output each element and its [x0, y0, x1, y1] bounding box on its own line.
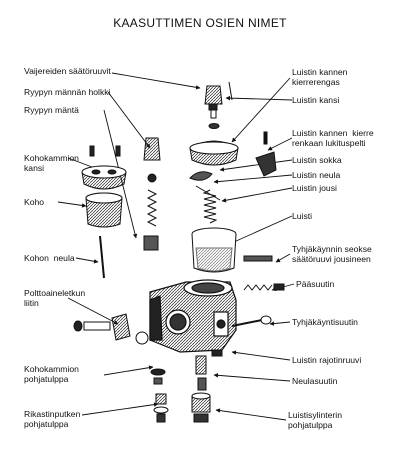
label-luistin-kansi: Luistin kansi [292, 95, 340, 105]
slide-spring [202, 189, 218, 224]
label-paasuutin: Pääsuutin [296, 279, 335, 289]
label-tyhjakayynnin-seoksen-saatoruuvi: Tyhjäkäynnin seokse säätöruuvi jousineen [292, 244, 372, 264]
diagram-title: KAASUTTIMEN OSIEN NIMET [113, 16, 287, 30]
label-ryypyn-mannan-holkki: Ryypyn männän holkki [24, 87, 111, 97]
label-luistin-sokka: Luistin sokka [292, 155, 342, 165]
idle-screw [231, 255, 285, 327]
float-chamber-cover [81, 145, 127, 190]
lower-parts [150, 349, 223, 423]
leader-lines-left [57, 72, 201, 416]
choke-parts [143, 137, 161, 251]
label-koho: Koho [24, 197, 45, 207]
throttle-slide [191, 227, 237, 273]
label-luisti: Luisti [292, 211, 313, 221]
label-luistin-jousi: Luistin jousi [292, 183, 337, 193]
lock-plate [255, 131, 277, 177]
label-lukituspelti: Luistin kannen kierre renkaan lukituspel… [292, 128, 374, 148]
fuel-connector [73, 313, 149, 345]
float [85, 192, 123, 228]
label-tyhjakayntisuutin: Tyhjäkäyntisuutin [292, 317, 358, 327]
label-luistisylinterin-pohjatulppa: Luistisylinterin pohjatulppa [288, 410, 342, 430]
float-needle [99, 235, 105, 279]
carburetor-body [149, 279, 237, 353]
cable-adjuster-screw [204, 81, 233, 119]
leader-lines-right [213, 77, 295, 421]
slide-cap [189, 123, 239, 166]
label-luistin-neula: Luistin neula [292, 170, 341, 180]
label-kohokammion-kansi: Kohokammion kansi [24, 153, 79, 173]
label-rikastinputken-pohjatulppa: Rikastinputken pohjatulppa [24, 409, 81, 429]
label-vaijereiden-saatoruuvit: Vaijereiden säätöruuvit [24, 66, 111, 76]
label-kohokammion-pohjatulppa: Kohokammion pohjatulppa [24, 364, 79, 384]
label-luistin-rajotinruuvi: Luistin rajotinruuvi [292, 355, 362, 365]
label-kohon-neula: Kohon neula [24, 253, 75, 263]
label-luistin-kannen-kierrerengas: Luistin kannen kierrerengas [292, 67, 348, 87]
slide-needle-clip [189, 171, 221, 201]
label-polttoaineletkun-liitin: Polttoaineletkun liitin [24, 288, 86, 308]
label-ryypyn-manta: Ryypyn mäntä [24, 105, 79, 115]
label-neulasuutin: Neulasuutin [292, 376, 338, 386]
